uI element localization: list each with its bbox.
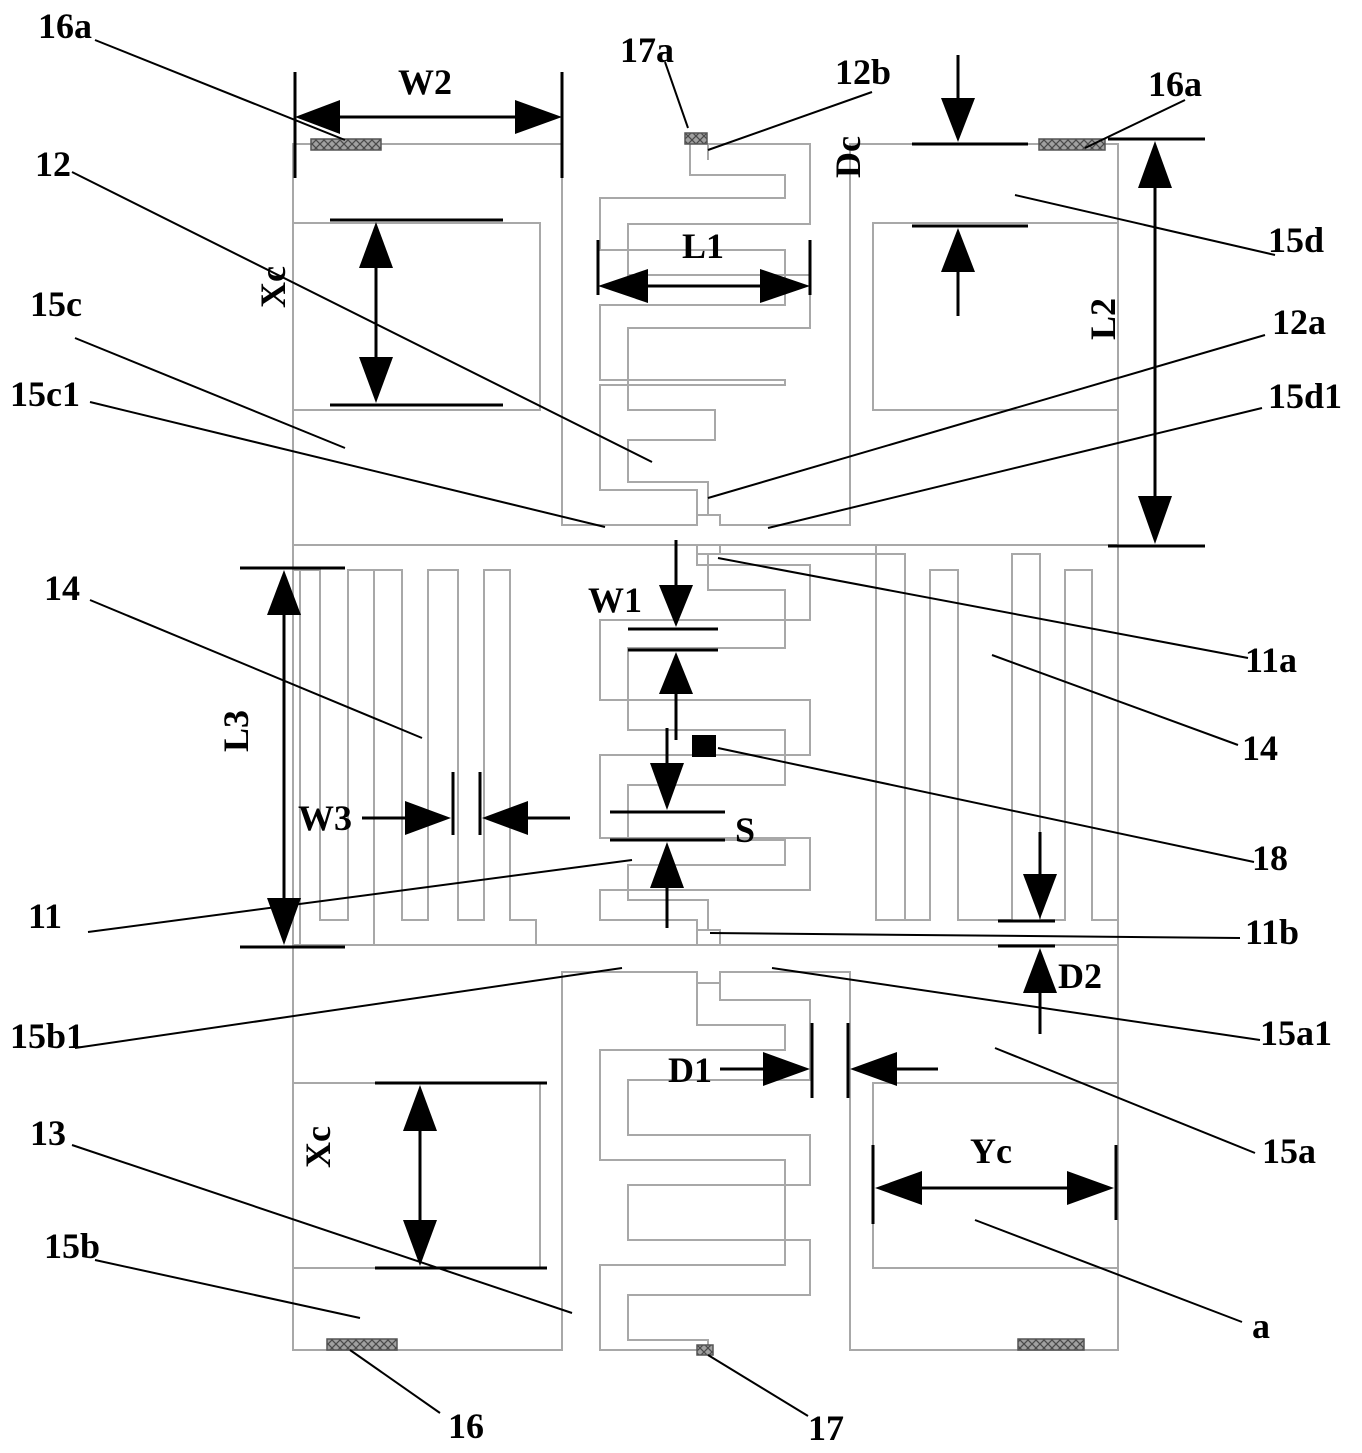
label-xc-top: Xc <box>253 266 293 308</box>
upper-right-mass-box <box>873 223 1118 410</box>
label-l3: L3 <box>216 710 256 752</box>
label-12a: 12a <box>1272 302 1326 342</box>
label-14-right: 14 <box>1242 728 1278 768</box>
label-16a-left: 16a <box>38 6 92 46</box>
beam-13 <box>600 983 810 1350</box>
label-11a: 11a <box>1245 640 1297 680</box>
pad-17 <box>697 1345 713 1355</box>
pad-16a-left <box>311 139 381 150</box>
label-d2: D2 <box>1058 956 1102 996</box>
label-17a: 17a <box>620 30 674 70</box>
label-l2: L2 <box>1083 298 1123 340</box>
label-12: 12 <box>35 144 71 184</box>
label-11: 11 <box>28 896 62 936</box>
label-11b: 11b <box>1245 912 1299 952</box>
pad-16-right <box>1018 1339 1084 1350</box>
label-w1: W1 <box>588 580 642 620</box>
label-14-left: 14 <box>44 568 80 608</box>
label-15d1: 15d1 <box>1268 376 1342 416</box>
label-15b: 15b <box>44 1226 100 1266</box>
label-xc-bottom: Xc <box>298 1126 338 1168</box>
left-serpentine-14-inner <box>293 570 300 945</box>
label-l1: L1 <box>682 226 724 266</box>
pad-16a-right <box>1039 139 1105 150</box>
label-15d: 15d <box>1268 220 1324 260</box>
upper-frame <box>293 144 1118 554</box>
right-serpentine-14 <box>720 545 1118 920</box>
label-15b1: 15b1 <box>10 1016 84 1056</box>
upper-left-mass-box <box>293 223 540 410</box>
label-a: a <box>1252 1306 1270 1346</box>
pad-16-left <box>327 1339 397 1350</box>
beam-12 <box>600 144 810 515</box>
label-15c1: 15c1 <box>10 374 80 414</box>
label-15a1: 15a1 <box>1260 1013 1332 1053</box>
label-d1: D1 <box>668 1050 712 1090</box>
label-16a-right: 16a <box>1148 64 1202 104</box>
label-16: 16 <box>448 1406 484 1446</box>
label-w2: W2 <box>398 62 452 102</box>
pad-17a <box>685 133 707 144</box>
label-12b: 12b <box>835 52 891 92</box>
right-serpentine-14-b <box>876 545 905 920</box>
element-18 <box>692 735 716 757</box>
label-w3: W3 <box>298 798 352 838</box>
label-15a: 15a <box>1262 1131 1316 1171</box>
label-17: 17 <box>808 1408 844 1448</box>
label-15c: 15c <box>30 284 82 324</box>
label-13: 13 <box>30 1113 66 1153</box>
label-yc: Yc <box>970 1131 1012 1171</box>
left-serpentine-14-fingers <box>348 570 374 945</box>
label-s: S <box>735 810 755 850</box>
label-dc: Dc <box>828 136 868 178</box>
label-18: 18 <box>1252 838 1288 878</box>
